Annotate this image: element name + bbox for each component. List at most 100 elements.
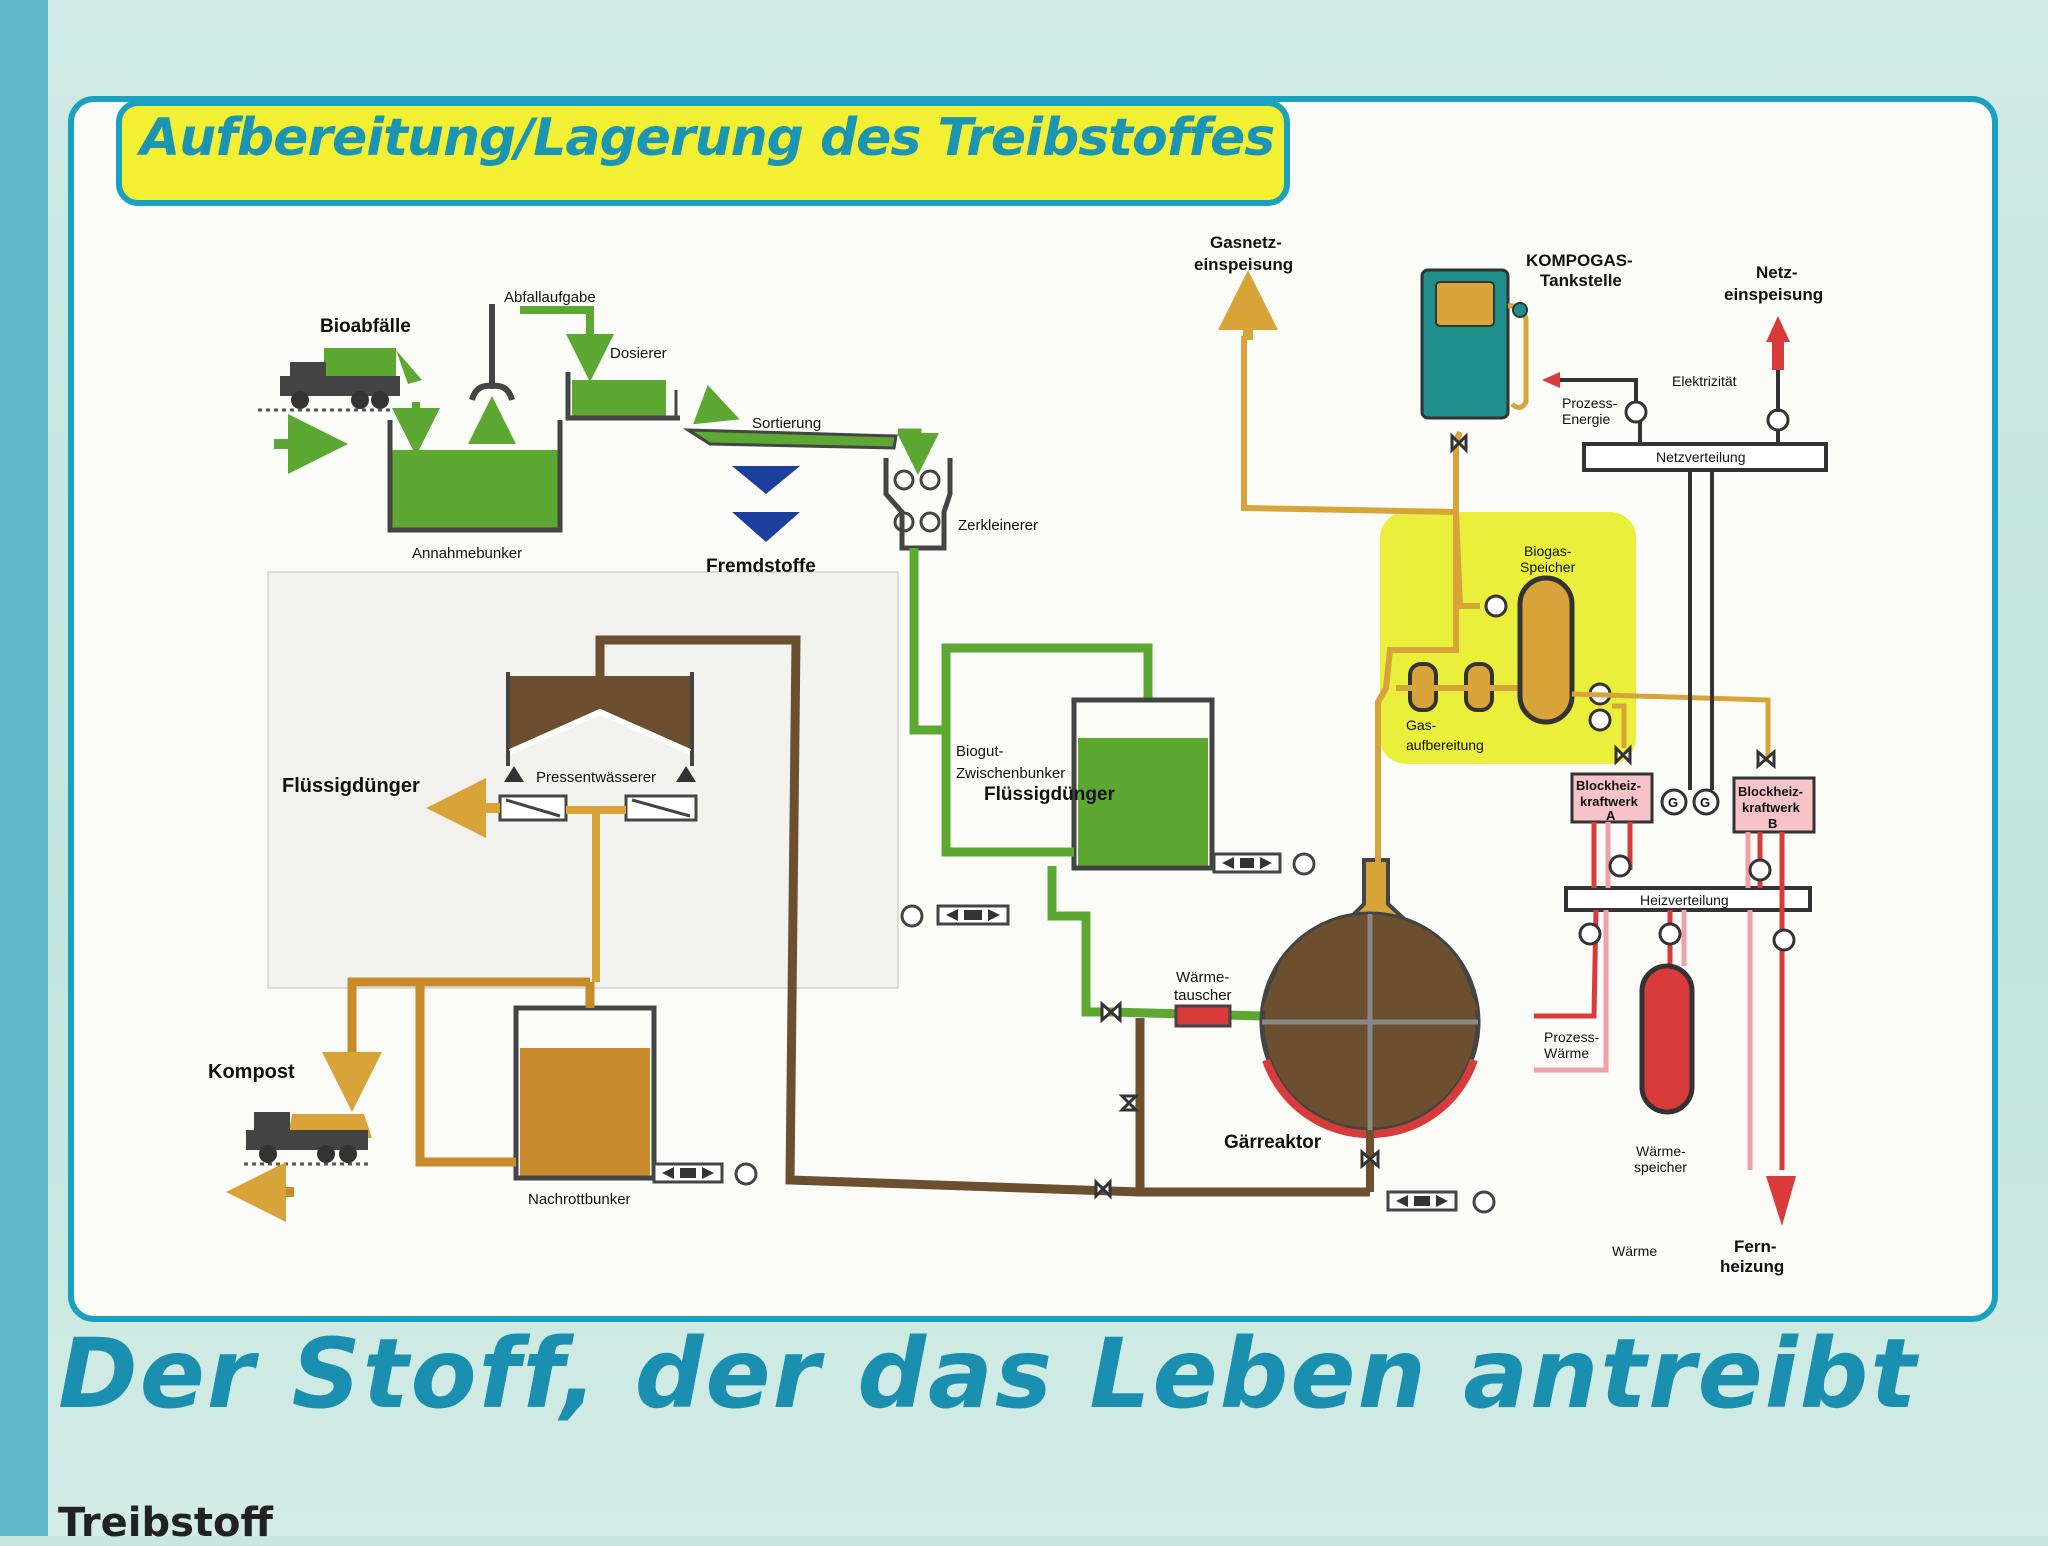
label-biogut: Biogut- [956,743,1004,760]
label-kompost: Kompost [208,1061,295,1083]
title-box [116,100,1290,206]
label-annahmebunker: Annahmebunker [412,545,522,562]
gas-treatment-units [1396,662,1520,712]
label-netzverteilung: Netzverteilung [1656,449,1746,465]
label-biogas-speicher-2: Speicher [1520,559,1576,575]
brown-pipe-return [595,635,1370,1197]
generator-icon [1692,788,1720,816]
energy-icon [1766,408,1790,432]
side-strip [0,0,48,1536]
digester [1259,858,1481,1192]
label-netz-2: einspeisung [1724,285,1823,304]
gas-pipe-to-chp [1571,691,1771,762]
label-waermespeicher-2: speicher [1634,1159,1687,1175]
label-abfallaufgabe: Abfallaufgabe [504,289,596,306]
label-heizverteilung: Heizverteilung [1640,892,1729,908]
label-bhkw-b-2: kraftwerk [1742,800,1801,815]
slogan: Der Stoff, der das Leben antreibt [58,1318,1919,1430]
label-prozess-waerme-2: Wärme [1544,1045,1589,1061]
pump-icon [900,904,1010,928]
label-bioabfaelle: Bioabfälle [320,316,411,337]
label-waermespeicher-1: Wärme- [1636,1143,1686,1159]
label-elektrizitaet: Elektrizität [1672,373,1737,389]
valve-icon [1614,744,1632,766]
green-pipe-bunker-loop [941,730,1110,1017]
energy-icon [1624,400,1648,424]
label-nachrottbunker: Nachrottbunker [528,1191,631,1208]
label-gasnetz-2: einspeisung [1194,255,1293,274]
shredder-feed [897,428,939,475]
label-netz-1: Netz- [1756,263,1798,282]
sorting-arrow-icon [692,384,740,425]
valve-icon [1094,1178,1112,1200]
after-rotting-bunker [513,1005,657,1181]
orange-pipe-compost [347,977,595,1167]
label-fernheizung-2: heizung [1720,1257,1784,1276]
label-waerme-tauscher-2: tauscher [1174,987,1232,1004]
label-waerme-tauscher-1: Wärme- [1176,969,1229,986]
pump-icon [1772,928,1796,952]
label-waerme: Wärme [1612,1243,1657,1259]
label-dosierer: Dosierer [610,345,667,362]
valve-icon [1118,1094,1140,1112]
chp-b [1732,776,1816,834]
label-biogas-speicher-1: Biogas- [1524,543,1572,559]
heat-lines-pink [1534,822,1753,1170]
grid-feed-shaft [1772,340,1784,370]
pump-icon [1608,854,1632,878]
label-kompogas-1: KOMPOGAS- [1526,251,1633,270]
label-bhkw-b-3: B [1768,816,1777,831]
label-fluessigduenger-left: Flüssigdünger [282,775,420,797]
feed-line [520,306,614,382]
subline: Treibstoff [58,1500,273,1546]
label-fernheizung-1: Fern- [1734,1237,1777,1256]
reception-bunker [387,420,563,533]
foreign-matter-arrows-icon [732,466,800,542]
compressor-icon [1588,708,1612,732]
biogas-storage [1517,575,1575,725]
fuel-pump-icon [1420,268,1529,420]
label-gaerreaktor: Gärreaktor [1224,1132,1322,1153]
grid-feed-arrow-icon [1766,316,1790,342]
label-prozess-energie-2: Energie [1562,411,1610,427]
label-kompogas-2: Tankstelle [1540,271,1622,290]
intermediate-bunker [1071,697,1215,871]
generator-icon [1660,788,1688,816]
chp-a [1570,772,1654,824]
label-zwischenbunker: Zwischenbunker [956,765,1065,782]
label-bhkw-a-1: Blockheiz- [1576,778,1641,793]
label-fremdstoffe: Fremdstoffe [706,556,816,577]
gas-pipe [1241,336,1480,862]
crane-grab-icon [468,304,516,444]
label-bhkw-b-1: Blockheiz- [1738,784,1803,799]
heat-exchanger [1174,1004,1232,1028]
power-distribution [1582,442,1828,472]
sorting-conveyor [682,428,898,450]
label-bhkw-a-3: A [1606,808,1616,823]
valve-icon [1450,432,1468,454]
label-zerkleinerer: Zerkleinerer [958,517,1038,534]
label-sortierung: Sortierung [752,415,821,432]
valve-icon [1360,1148,1380,1170]
pump-icon [1212,852,1316,876]
compost-truck-icon [244,1112,372,1166]
pump-icon [1386,1190,1496,1214]
power-lines [1638,340,1780,790]
diagram-title: Aufbereitung/Lagerung des Treibstoffes [140,108,1275,168]
pump-icon [1748,858,1772,882]
heat-distribution [1564,886,1812,912]
garbage-truck-icon [258,348,422,412]
label-fluessigduenger-mid: Flüssigdünger [984,784,1116,805]
pump-icon [1578,922,1602,946]
green-pipe-shredder-to-bunker [909,548,1153,735]
label-gasnetz-1: Gasnetz- [1210,233,1282,252]
orange-pipe-press-out [566,806,626,982]
shredder [883,458,953,551]
label-prozess-waerme-1: Prozess- [1544,1029,1600,1045]
heat-storage [1639,963,1695,1115]
label-bhkw-a-2: kraftwerk [1580,794,1639,809]
label-generator-b: G [1700,795,1710,810]
label-gasaufbereitung-2: aufbereitung [1406,737,1484,753]
district-heating-arrow-icon [1766,1176,1796,1226]
